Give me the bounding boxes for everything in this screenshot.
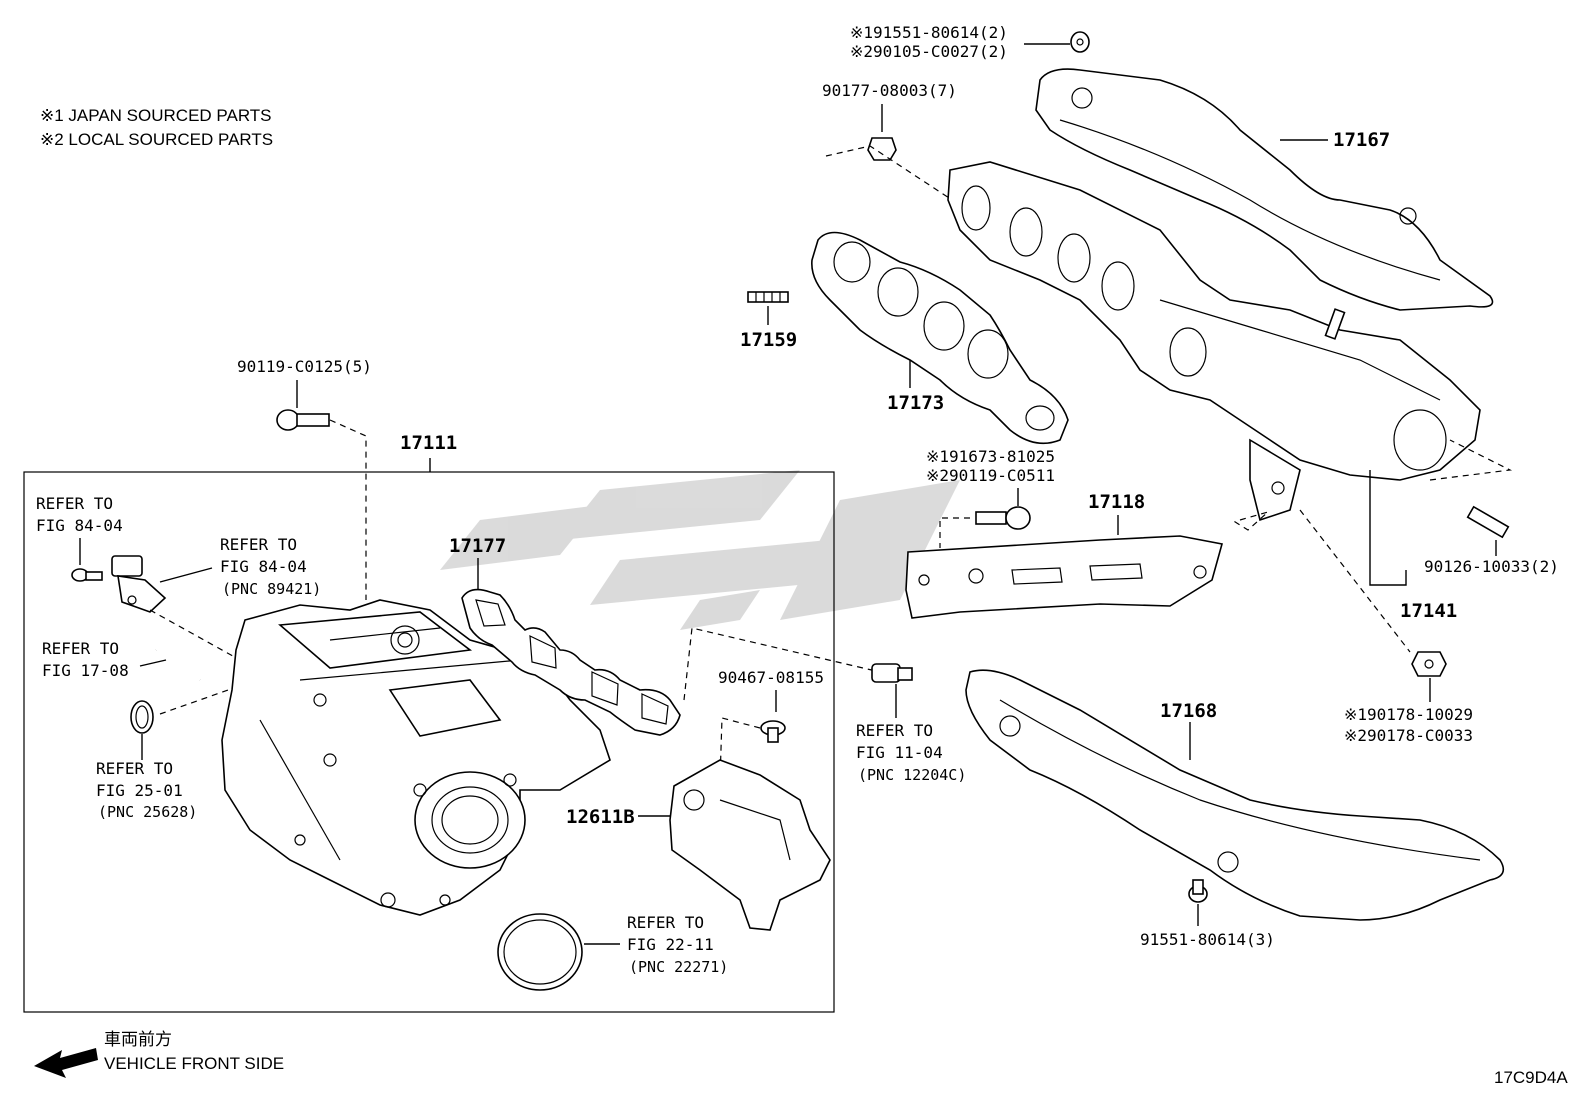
stud-17159-icon[interactable]	[747, 291, 789, 303]
intake-gasket-17177[interactable]	[461, 588, 681, 736]
callout-top-japan[interactable]: ※191551-80614(2)	[850, 23, 1008, 42]
callout-17168[interactable]: 17168	[1160, 700, 1217, 722]
callout-17159[interactable]: 17159	[740, 329, 797, 351]
mid-bolt-icon[interactable]	[975, 506, 1031, 530]
dash-line-bolt-90119	[329, 419, 367, 600]
exhaust-gasket-17173[interactable]	[811, 231, 1069, 445]
figure-code: 17C9D4A	[1494, 1068, 1568, 1087]
ref5-pnc[interactable]: (PNC 12204C)	[858, 766, 966, 784]
throttle-gasket-icon	[497, 913, 583, 991]
intake-manifold-17111[interactable]	[221, 599, 611, 916]
callout-90177-08003[interactable]: 90177-08003(7)	[822, 81, 957, 100]
note-japan-sourced: ※1 JAPAN SOURCED PARTS	[40, 106, 272, 125]
ref2-line2[interactable]: FIG 84-04	[220, 557, 307, 576]
dash-line-mid-bolt	[939, 517, 970, 548]
top-bolt-icon[interactable]	[1070, 31, 1090, 53]
callout-mid-japan[interactable]: ※191673-81025	[926, 447, 1055, 466]
ref2-line1[interactable]: REFER TO	[220, 535, 297, 554]
bolt-91551-icon[interactable]	[1188, 879, 1208, 903]
callout-90126-10033[interactable]: 90126-10033(2)	[1424, 557, 1559, 576]
callout-12611b[interactable]: 12611B	[566, 806, 635, 828]
heat-insulator-17167[interactable]	[1035, 68, 1494, 311]
callout-17173[interactable]: 17173	[887, 392, 944, 414]
callout-90119-c0125[interactable]: 90119-C0125(5)	[237, 357, 372, 376]
grommet-90467-icon[interactable]	[760, 720, 786, 743]
nut-90178-icon[interactable]	[1411, 651, 1447, 677]
dash-line-bracket	[1231, 511, 1269, 531]
ref6-line1[interactable]: REFER TO	[627, 913, 704, 932]
manifold-bracket-17118[interactable]	[905, 535, 1224, 619]
ref5-line2[interactable]: FIG 11-04	[856, 743, 943, 762]
watermark-logo	[440, 470, 960, 630]
ref1-line2[interactable]: FIG 84-04	[36, 516, 123, 535]
leader-17141	[1369, 470, 1407, 586]
leader-ref2	[159, 567, 213, 583]
engine-cover-12611b[interactable]	[669, 759, 831, 931]
ref4-pnc[interactable]: (PNC 25628)	[98, 803, 197, 821]
callout-91551-80614[interactable]: 91551-80614(3)	[1140, 930, 1275, 949]
ref1-line1[interactable]: REFER TO	[36, 494, 113, 513]
ref6-line2[interactable]: FIG 22-11	[627, 935, 714, 954]
plug-icon	[871, 663, 913, 683]
callout-17167[interactable]: 17167	[1333, 129, 1390, 151]
dash-line-grommet	[719, 717, 761, 781]
o-ring-icon	[130, 700, 154, 734]
exhaust-manifold-17141[interactable]	[947, 161, 1481, 522]
bolt-90119-icon[interactable]	[276, 409, 330, 431]
map-sensor-icon	[111, 555, 167, 613]
callout-mid-local[interactable]: ※290119-C0511	[926, 466, 1055, 485]
leader-ref3	[139, 659, 167, 667]
callout-17141[interactable]: 17141	[1400, 600, 1457, 622]
ref5-line1[interactable]: REFER TO	[856, 721, 933, 740]
dash-line-gasket	[683, 627, 881, 701]
callout-top-local[interactable]: ※290105-C0027(2)	[850, 42, 1008, 61]
callout-17111[interactable]: 17111	[400, 432, 457, 454]
nut-90177-icon[interactable]	[867, 137, 897, 161]
callout-nut-local[interactable]: ※290178-C0033	[1344, 726, 1473, 745]
direction-jp-label: 車両前方	[104, 1030, 172, 1049]
callout-17177[interactable]: 17177	[449, 535, 506, 557]
callout-17118[interactable]: 17118	[1088, 491, 1145, 513]
sensor-screw-icon	[71, 568, 103, 582]
callout-90467-08155[interactable]: 90467-08155	[718, 668, 824, 687]
dash-line-nut	[1299, 509, 1411, 653]
ref2-pnc[interactable]: (PNC 89421)	[222, 580, 321, 598]
note-local-sourced: ※2 LOCAL SOURCED PARTS	[40, 130, 273, 149]
ref6-pnc[interactable]: (PNC 22271)	[629, 958, 728, 976]
direction-en-label: VEHICLE FRONT SIDE	[104, 1054, 284, 1073]
front-direction-arrow-icon	[34, 1048, 98, 1078]
ref3-line2[interactable]: FIG 17-08	[42, 661, 129, 680]
intake-manifold-group-box	[23, 471, 835, 1013]
ref4-line2[interactable]: FIG 25-01	[96, 781, 183, 800]
dash-line-manifold	[1429, 439, 1513, 481]
heat-insulator-17168[interactable]	[965, 669, 1505, 921]
callout-nut-japan[interactable]: ※190178-10029	[1344, 705, 1473, 724]
ref3-line1[interactable]: REFER TO	[42, 639, 119, 658]
ref4-line1[interactable]: REFER TO	[96, 759, 173, 778]
stud-90126-icon[interactable]	[1466, 505, 1510, 539]
